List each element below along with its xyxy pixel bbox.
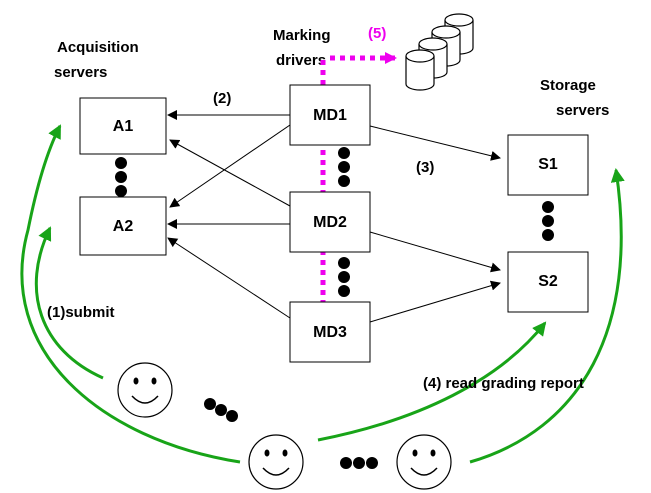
step2-label: (2) <box>213 90 231 107</box>
md1-label: MD1 <box>313 107 347 124</box>
ellipsis-users-right <box>340 457 378 469</box>
md2-to-a1-arrow <box>169 139 291 207</box>
ellipsis-s-servers <box>542 201 554 241</box>
ellipsis-md-upper <box>338 147 350 187</box>
user-smiley-icon <box>396 434 452 490</box>
user-smiley-icon <box>117 362 173 418</box>
step5-label: (5) <box>368 25 386 42</box>
submit-arrow-a2 <box>34 226 104 380</box>
ellipsis-a-servers <box>115 157 127 197</box>
acquisition-title-line2: servers <box>54 64 107 81</box>
server-s2-label: S2 <box>538 273 558 290</box>
server-s1-label: S1 <box>538 156 558 173</box>
md2-label: MD2 <box>313 214 347 231</box>
ellipsis-md-lower <box>338 257 350 297</box>
marking-title-line2: drivers <box>276 52 326 69</box>
server-s2-box <box>507 251 589 313</box>
md2-box <box>289 191 371 253</box>
server-s1-box <box>507 134 589 196</box>
acquisition-title-line1: Acquisition <box>57 39 139 56</box>
step1-label: (1)submit <box>47 304 115 321</box>
md3-box <box>289 301 371 363</box>
md1-to-a2-arrow <box>169 124 291 208</box>
read-arrow-s1 <box>469 168 625 464</box>
md3-label: MD3 <box>313 324 347 341</box>
md1-box <box>289 84 371 146</box>
storage-title-line2: servers <box>556 102 609 119</box>
marking-title-line1: Marking <box>273 27 331 44</box>
md3-to-s2-arrow <box>369 280 501 323</box>
storage-title-line1: Storage <box>540 77 596 94</box>
md3-to-a2-arrow <box>167 237 291 319</box>
read-arrow-s2 <box>317 321 547 442</box>
database-icon <box>405 13 474 91</box>
user-smiley-icon <box>248 434 304 490</box>
md2-to-s2-arrow <box>369 231 501 273</box>
step3-label: (3) <box>416 159 434 176</box>
server-a1-box <box>79 97 167 155</box>
ellipsis-users-left <box>204 398 238 422</box>
md1-to-s1-arrow <box>369 125 501 161</box>
server-a2-label: A2 <box>113 218 134 235</box>
step4-label: (4) read grading report <box>423 375 584 392</box>
server-a2-box <box>79 196 167 256</box>
submit-arrow-a1 <box>20 124 241 464</box>
server-a1-label: A1 <box>113 118 134 135</box>
